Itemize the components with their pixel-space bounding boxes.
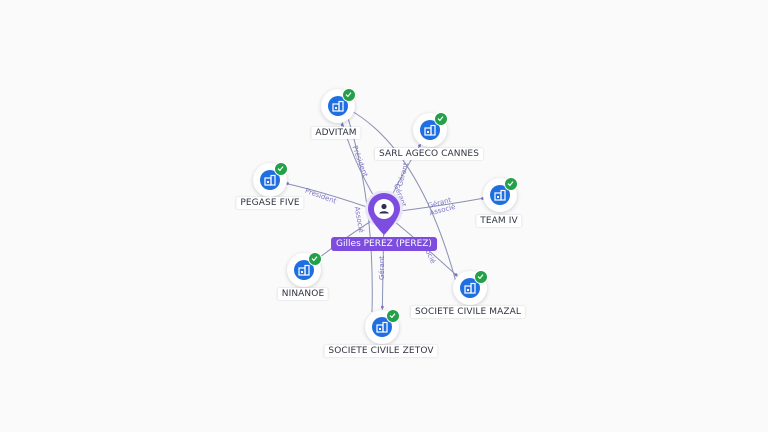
node-label-team-iv[interactable]: TEAM IV <box>476 215 522 227</box>
check-glyph <box>389 313 396 319</box>
node-advitam[interactable] <box>321 88 356 123</box>
check-glyph <box>311 256 318 262</box>
company-icon <box>420 120 440 140</box>
node-pegase-five[interactable] <box>253 162 288 197</box>
company-icon <box>372 317 392 337</box>
check-glyph <box>277 166 284 172</box>
edge-arc-advitam-mazal <box>349 109 457 283</box>
node-team-iv[interactable] <box>483 177 518 212</box>
company-icon-glyph <box>376 321 388 333</box>
center-person-node[interactable] <box>364 190 404 239</box>
node-sarl-ageco-cannes[interactable] <box>413 112 448 147</box>
edge-arrow-pegase-five <box>286 182 289 185</box>
company-icon-glyph <box>332 100 344 112</box>
node-societe-civile-mazal[interactable] <box>453 270 488 305</box>
company-icon-glyph <box>464 282 476 294</box>
edge-label-pegase-five-0: Président <box>304 187 338 206</box>
company-icon-glyph <box>264 174 276 186</box>
verified-check-icon <box>342 88 356 102</box>
edge-label-societe-civile-zetov-0: Gérant <box>378 256 386 280</box>
check-glyph <box>437 116 444 122</box>
node-label-societe-civile-zetov[interactable]: SOCIETE CIVILE ZETOV <box>324 345 438 357</box>
company-icon-glyph <box>298 264 310 276</box>
edge-arrow-sarl-ageco-cannes <box>418 144 421 148</box>
verified-check-icon <box>274 162 288 176</box>
company-icon-glyph <box>494 189 506 201</box>
company-icon <box>490 185 510 205</box>
node-label-societe-civile-mazal[interactable]: SOCIETE CIVILE MAZAL <box>410 306 526 318</box>
company-icon <box>294 260 314 280</box>
verified-check-icon <box>474 270 488 284</box>
node-ninanoe[interactable] <box>287 252 322 287</box>
company-icon <box>260 170 280 190</box>
node-label-sarl-ageco-cannes[interactable]: SARL AGECO CANNES <box>374 148 484 160</box>
verified-check-icon <box>504 177 518 191</box>
check-glyph <box>477 274 484 280</box>
company-icon <box>328 96 348 116</box>
edge-arrow-societe-civile-zetov <box>380 305 384 309</box>
verified-check-icon <box>434 112 448 126</box>
node-societe-civile-zetov[interactable] <box>365 309 400 344</box>
node-label-ninanoe[interactable]: NINANOE <box>277 288 329 300</box>
node-label-advitam[interactable]: ADVITAM <box>311 127 361 139</box>
center-person-label[interactable]: Gilles PEREZ (PEREZ) <box>331 237 437 251</box>
check-glyph <box>345 92 352 98</box>
verified-check-icon <box>308 252 322 266</box>
edge-arrow-advitam <box>340 123 344 127</box>
check-glyph <box>507 181 514 187</box>
company-icon <box>460 278 480 298</box>
company-icon-glyph <box>424 124 436 136</box>
verified-check-icon <box>386 309 400 323</box>
person-icon <box>365 190 403 235</box>
edge-label-advitam-0: Président <box>351 145 370 179</box>
node-label-pegase-five[interactable]: PEGASE FIVE <box>236 197 304 209</box>
